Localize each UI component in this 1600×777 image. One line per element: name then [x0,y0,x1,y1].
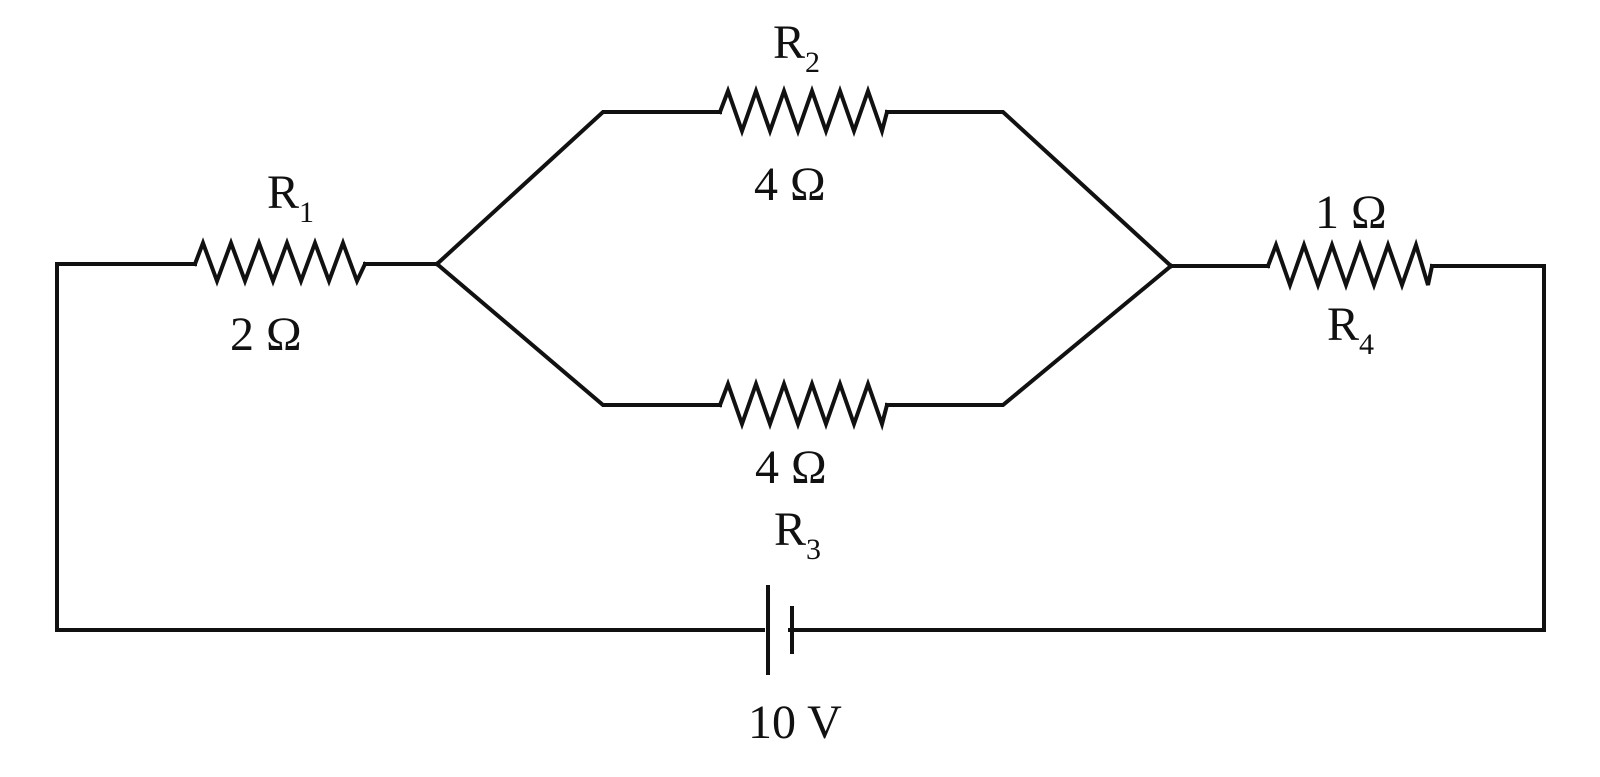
wire-bottom-branch [434,261,1174,407]
r3-value: 4 Ω [755,441,827,494]
wire-right-loop [788,264,1546,632]
resistor-r4 [1265,238,1435,292]
r4-label: R4 [1327,298,1374,361]
r4-value: 1 Ω [1315,186,1387,239]
battery-voltage-label: 10 V [748,696,842,749]
wire-top-branch [434,110,1174,269]
resistor-r2 [717,84,890,138]
r1-value: 2 Ω [230,308,302,361]
wire-left-loop [55,262,765,632]
resistor-r1 [192,237,368,287]
r2-value: 4 Ω [754,158,826,211]
r3-label: R3 [774,503,821,566]
r1-label: R1 [267,166,314,229]
resistor-r3 [717,377,890,431]
r2-label: R2 [773,16,820,79]
